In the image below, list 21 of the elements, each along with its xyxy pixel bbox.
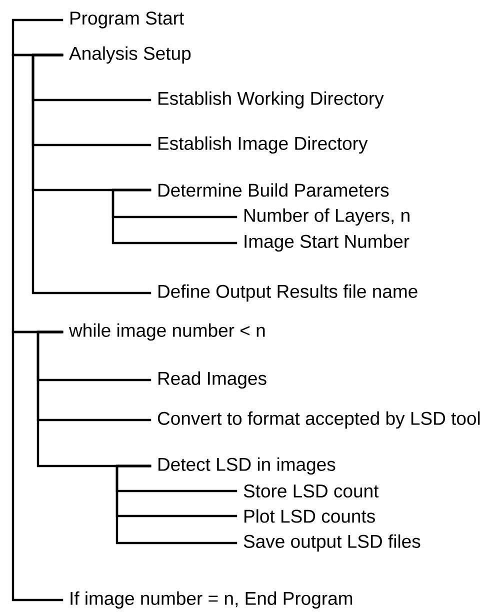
step-text: Image Start Number [244, 234, 410, 252]
step-text: Detect LSD in images [158, 457, 336, 475]
tree-connector [32, 54, 152, 294]
step-text: Establish Working Directory [158, 91, 384, 109]
step-text: Determine Build Parameters [158, 183, 389, 197]
step-text: Program Start [70, 12, 184, 28]
step-text: Analysis Setup [69, 46, 191, 64]
step-text: Read Images [158, 371, 266, 389]
step-text: Store LSD count [244, 484, 379, 498]
tree-connector [116, 464, 238, 544]
step-text: Number of Layers, n [244, 208, 410, 226]
step-text: If image number = n, End Program [70, 591, 352, 609]
step-text: Define Output Results file name [158, 284, 418, 302]
step-text: Establish Image Directory [158, 136, 368, 154]
step-text: while image number < n [68, 323, 265, 341]
tree-connector [12, 18, 64, 56]
tree-connector [12, 330, 64, 602]
step-text: Plot LSD counts [244, 509, 375, 523]
tree-connector [112, 188, 238, 244]
step-text: Convert to format accepted by LSD tool [158, 411, 480, 429]
step-text: Save output LSD files [244, 534, 420, 552]
